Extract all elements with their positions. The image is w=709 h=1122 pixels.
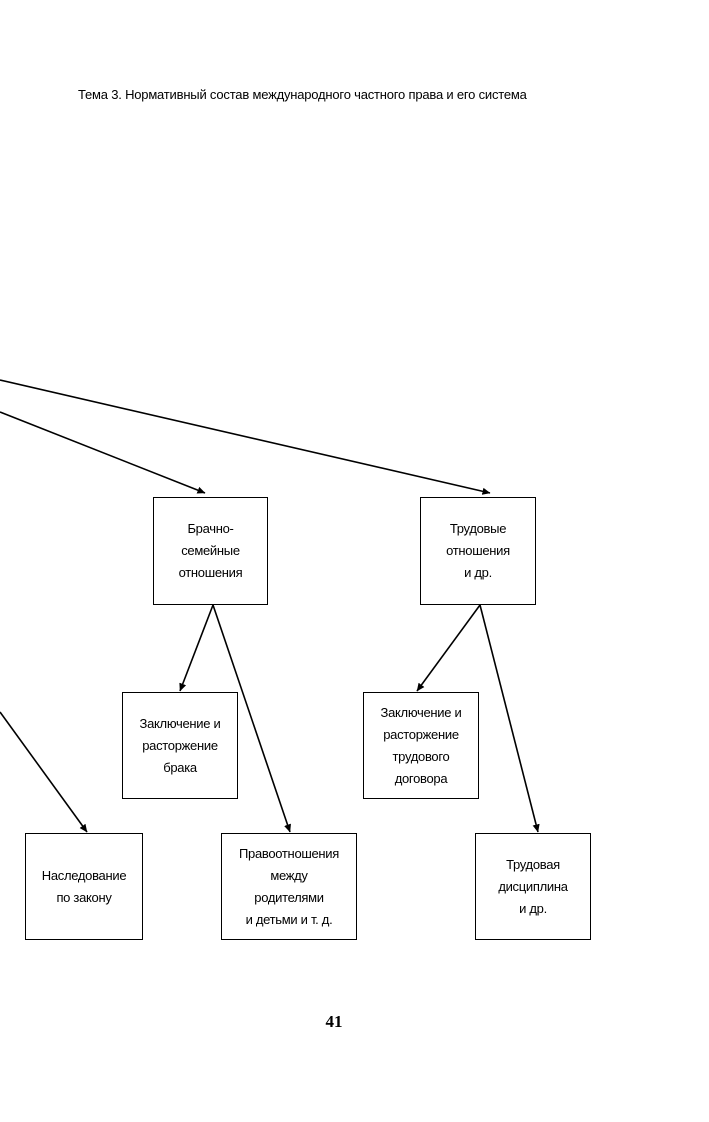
arrow-to-inheritance: [0, 711, 88, 833]
node-family-relations: Брачно- семейные отношения: [153, 497, 268, 605]
arrow-to-parent-child: [212, 604, 291, 833]
page-number: 41: [325, 1012, 343, 1031]
arrow-to-labor-discipline: [479, 604, 540, 833]
node-labor-discipline: Трудовая дисциплина и др.: [475, 833, 591, 940]
node-labor-relations: Трудовые отношения и др.: [420, 497, 536, 605]
node-parent-child: Правоотношения между родителями и детьми…: [221, 833, 357, 940]
node-employment-contract-label: Заключение и расторжение трудового догов…: [380, 704, 462, 786]
arrow-to-employment-contract: [416, 604, 481, 692]
arrow-to-family-relations: [0, 411, 206, 494]
running-header: Тема 3. Нормативный состав международног…: [78, 87, 527, 102]
node-inheritance-label: Наследование по закону: [41, 867, 127, 905]
arrow-to-marriage: [179, 604, 214, 692]
node-labor-discipline-label: Трудовая дисциплина и др.: [498, 856, 568, 916]
node-labor-relations-label: Трудовые отношения и др.: [446, 521, 510, 580]
node-marriage: Заключение и расторжение брака: [122, 692, 238, 799]
arrow-to-labor-relations: [0, 379, 491, 495]
node-inheritance: Наследование по закону: [25, 833, 143, 940]
node-marriage-label: Заключение и расторжение брака: [139, 715, 221, 775]
node-employment-contract: Заключение и расторжение трудового догов…: [363, 692, 479, 799]
node-family-relations-label: Брачно- семейные отношения: [178, 521, 243, 580]
node-parent-child-label: Правоотношения между родителями и детьми…: [238, 845, 340, 927]
